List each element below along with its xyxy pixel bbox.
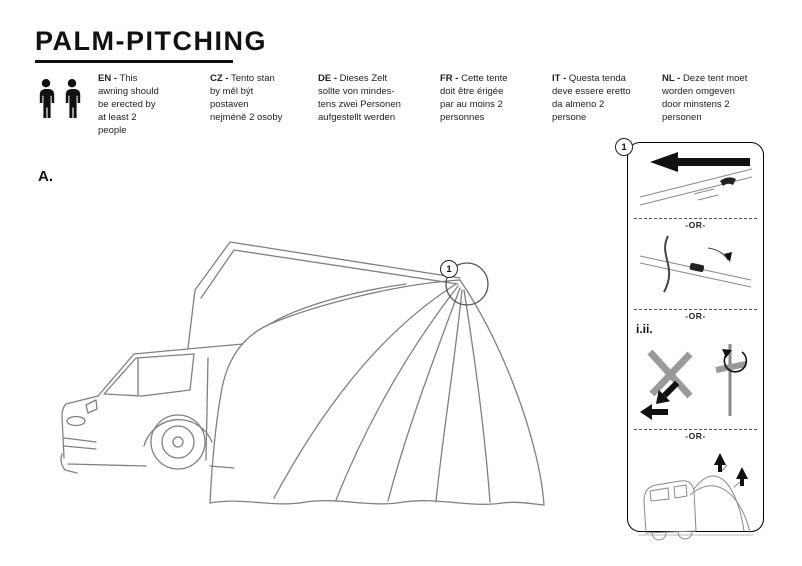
cord-attach-drawing [639,235,752,293]
awning-fold-1 [273,283,457,499]
lang-code-en: EN - [98,73,117,84]
lang-code-fr: FR - [440,73,459,84]
lang-text-fr: Cette tente doit être érigée par au moin… [440,73,508,123]
elastic-cord [663,235,671,293]
section-a-label: A. [38,168,53,185]
slide-direction-arrow-icon [650,152,750,172]
awning-top-seam [269,283,407,325]
van-wheel-hub [172,436,184,448]
hoop-ribs [721,464,741,488]
rail-channel-lines [693,188,719,201]
lang-code-de: DE - [318,73,337,84]
mini-van-body [643,480,697,534]
title-underline [35,60,233,63]
substep-label: i.ii. [636,322,653,336]
lang-code-nl: NL - [662,73,681,84]
lift-arrow-1-icon [714,453,726,472]
pop-top-edge [200,249,459,299]
lang-col-it: IT - Questa tenda deve essere eretto da … [552,72,662,124]
awning-right-edge [459,279,545,506]
lang-code-cz: CZ - [210,73,229,84]
lang-text-de: Dieses Zelt sollte von mindes- tens zwei… [318,73,401,123]
lang-col-en: EN - This awning should be erected by at… [98,72,210,137]
lang-text-cz: Tento stan by měl být postaven nejméně 2… [210,73,283,123]
awning-fold-2 [335,285,459,501]
rail-slide-diagram [634,147,757,216]
van-bottom-line [67,463,235,469]
van-wheel-rim [161,425,195,459]
van-windshield-pillar [97,347,199,397]
detail-panel: 1 -OR- -OR- i.ii. [615,138,764,541]
lang-code-it: IT - [552,73,567,84]
hook-curve [707,247,729,261]
strap-clamp-drawing [640,344,748,420]
lang-col-de: DE - Dieses Zelt sollte von mindes- tens… [318,72,440,124]
or-divider-1: -OR- [634,218,757,230]
small-arrow-icon [724,252,732,262]
attachment-highlight-circle [445,262,489,306]
mini-van-wheels [651,531,693,541]
awning-fold-5 [463,289,491,503]
van-front-wheel [150,414,206,470]
lang-col-cz: CZ - Tento stan by měl být postaven nejm… [210,72,318,124]
wrap-direction-curve [723,351,748,373]
van-bumper [60,453,78,474]
awning-hoop-1 [693,475,745,532]
van-windshield [103,353,195,397]
person-silhouettes-icon [39,79,81,118]
language-instructions: EN - This awning should be erected by at… [36,72,776,137]
lang-text-en: This awning should be erected by at leas… [98,73,159,136]
left-arrow-icon [640,404,668,420]
van-headlight [66,415,86,427]
awning-bottom-edge [209,500,545,506]
panel-step-1-badge: 1 [615,138,633,156]
lang-text-nl: Deze tent moet worden omgeven door minst… [662,73,748,123]
lift-arrow-2-icon [736,467,748,486]
beading-hook [720,177,736,186]
strap-clamp-diagram [634,336,757,427]
step-1-badge: 1 [440,260,458,278]
wrap-strap [715,361,747,373]
page-title: PALM-PITCHING [35,26,267,56]
awning-over-van-drawing [638,453,753,541]
van-wheel-arch [143,419,213,447]
down-left-arrow-icon [655,380,680,405]
rail-lines [639,255,752,288]
cord-clip [689,262,705,272]
wrap-arrowhead-icon [722,349,732,358]
van-awning-illustration: 1 [38,208,578,548]
awning-fold-4 [435,289,463,503]
cord-attach-diagram [634,230,757,307]
awning-over-van-diagram [634,441,757,548]
or-divider-3: -OR- [634,429,757,441]
or-divider-2: -OR- [634,309,757,321]
pop-top-ridge [194,241,461,291]
van-grille-lines [63,437,97,450]
mini-van-windows [649,484,688,502]
van-side-lines [137,343,244,461]
awning-fold-3 [387,287,461,502]
roof-rail-lines [639,168,753,206]
awning-hoop-2 [689,485,751,534]
lang-text-it: Questa tenda deve essere eretto da almen… [552,73,631,123]
van-mirror [85,399,98,414]
rail-slide-drawing [639,152,753,206]
two-people-icon [36,72,90,125]
awning-left-edge [209,279,461,504]
van-awning-drawing [60,241,545,506]
lang-col-fr: FR - Cette tente doit être érigée par au… [440,72,552,124]
pop-top-front-strut [187,289,196,349]
van-front-outline [61,395,99,459]
strap-cross-2 [649,351,693,397]
lang-col-nl: NL - Deze tent moet worden omgeven door … [662,72,767,124]
